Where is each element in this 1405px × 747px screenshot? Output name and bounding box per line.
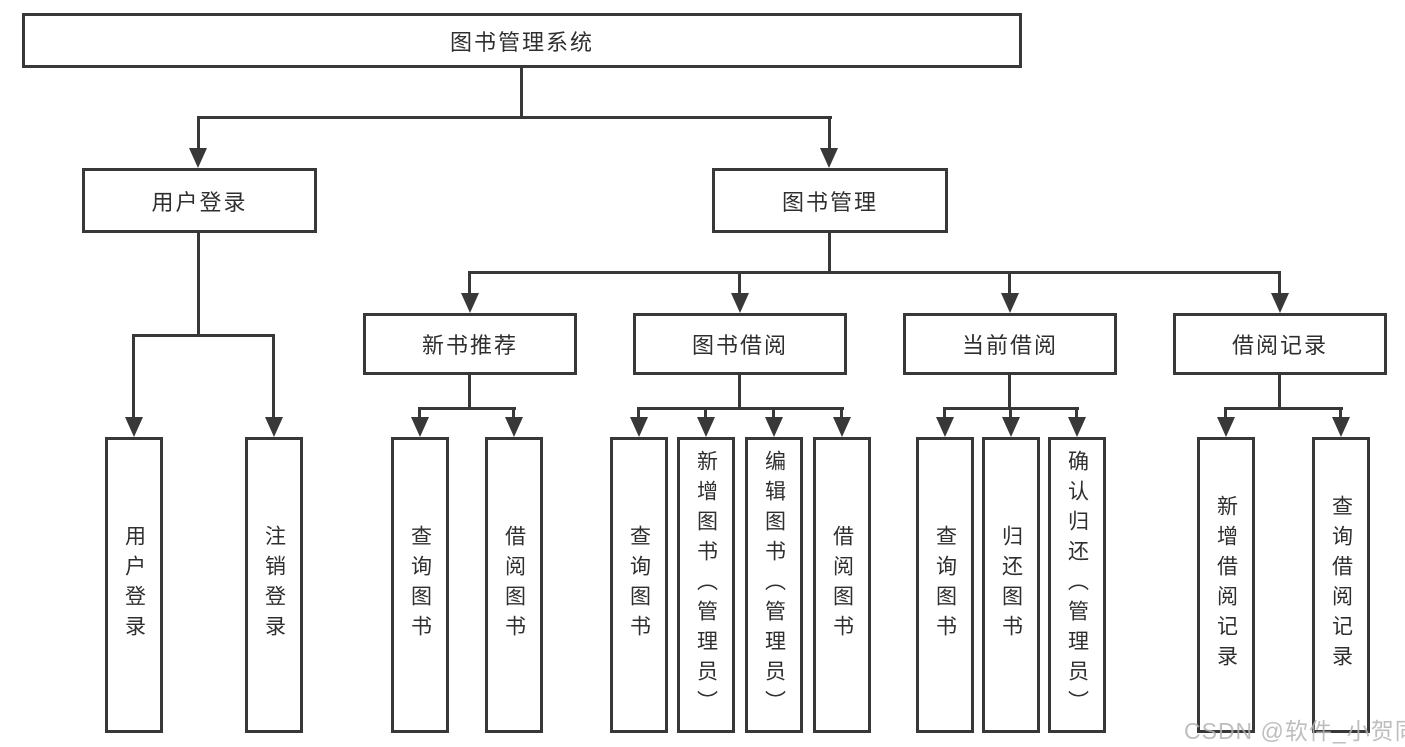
leaf-label: 查询借阅记录 <box>1329 495 1353 675</box>
node-leaf-borrow-query: 查询图书 <box>610 437 668 733</box>
connector-line <box>1224 407 1227 420</box>
arrow-down-icon <box>461 293 479 313</box>
arrow-down-icon <box>1332 417 1350 437</box>
node-leaf-newbook-borrow: 借阅图书 <box>485 437 543 733</box>
connector-line <box>418 407 421 420</box>
node-current-borrow: 当前借阅 <box>903 313 1117 375</box>
arrow-down-icon <box>411 417 429 437</box>
connector-line <box>637 407 640 420</box>
arrow-down-icon <box>630 417 648 437</box>
arrow-down-icon <box>1271 293 1289 313</box>
leaf-label: 用户登录 <box>122 525 146 645</box>
leaf-label: 新增图书（管理员） <box>694 450 718 720</box>
connector-line <box>468 373 471 410</box>
arrow-down-icon <box>936 417 954 437</box>
leaf-label: 编辑图书（管理员） <box>762 450 786 720</box>
arrow-down-icon <box>765 417 783 437</box>
connector-line <box>468 271 471 296</box>
node-borrow-records-label: 借阅记录 <box>1231 333 1328 358</box>
connector-line <box>132 334 275 337</box>
node-leaf-user-login: 用户登录 <box>105 437 163 733</box>
node-book-management: 图书管理 <box>712 168 948 233</box>
leaf-label: 借阅图书 <box>830 525 854 645</box>
connector-line <box>704 407 707 420</box>
node-user-login-label: 用户登录 <box>151 189 248 215</box>
arrow-down-icon <box>265 417 283 437</box>
connector-line <box>132 334 135 419</box>
arrow-down-icon <box>731 293 749 313</box>
arrow-down-icon <box>1002 417 1020 437</box>
node-current-borrow-label: 当前借阅 <box>961 333 1058 358</box>
node-borrow-records: 借阅记录 <box>1173 313 1387 375</box>
node-book-borrow-label: 图书借阅 <box>691 333 788 358</box>
node-leaf-current-query: 查询图书 <box>916 437 974 733</box>
connector-line <box>1224 407 1343 410</box>
connector-line <box>1008 373 1011 410</box>
connector-line <box>943 407 946 420</box>
connector-line <box>738 373 741 410</box>
leaf-label: 借阅图书 <box>502 525 526 645</box>
node-leaf-borrow-add-admin: 新增图书（管理员） <box>677 437 735 733</box>
connector-line <box>418 407 516 410</box>
arrow-down-icon <box>697 417 715 437</box>
node-user-login: 用户登录 <box>82 168 317 233</box>
node-leaf-logout: 注销登录 <box>245 437 303 733</box>
arrow-down-icon <box>1068 417 1086 437</box>
arrow-down-icon <box>833 417 851 437</box>
connector-line <box>1009 407 1012 420</box>
leaf-label: 新增借阅记录 <box>1214 495 1238 675</box>
connector-line <box>272 334 275 419</box>
node-root-label: 图书管理系统 <box>449 29 594 55</box>
arrow-down-icon <box>505 417 523 437</box>
node-book-borrow: 图书借阅 <box>633 313 847 375</box>
connector-line <box>840 407 843 420</box>
arrow-down-icon <box>1217 417 1235 437</box>
node-book-management-label: 图书管理 <box>781 189 878 215</box>
leaf-label: 归还图书 <box>999 525 1023 645</box>
node-leaf-newbook-query: 查询图书 <box>391 437 449 733</box>
connector-line <box>197 116 832 119</box>
connector-line <box>1075 407 1078 420</box>
connector-line <box>1008 271 1011 296</box>
connector-line <box>637 407 844 410</box>
node-new-book-recommend-label: 新书推荐 <box>421 333 518 358</box>
connector-line <box>1278 271 1281 296</box>
node-leaf-current-confirm-admin: 确认归还（管理员） <box>1048 437 1106 733</box>
node-leaf-records-add: 新增借阅记录 <box>1197 437 1255 733</box>
node-leaf-current-return: 归还图书 <box>982 437 1040 733</box>
csdn-watermark: CSDN @软件_小贺同学 <box>1184 718 1405 744</box>
connector-line <box>512 407 515 420</box>
connector-line <box>1278 373 1281 410</box>
connector-line <box>738 271 741 296</box>
connector-line <box>197 231 200 337</box>
node-leaf-borrow-edit-admin: 编辑图书（管理员） <box>745 437 803 733</box>
leaf-label: 查询图书 <box>627 525 651 645</box>
leaf-label: 注销登录 <box>262 525 286 645</box>
node-root: 图书管理系统 <box>22 13 1022 68</box>
arrow-down-icon <box>1001 293 1019 313</box>
node-new-book-recommend: 新书推荐 <box>363 313 577 375</box>
leaf-label: 查询图书 <box>408 525 432 645</box>
node-leaf-records-query: 查询借阅记录 <box>1312 437 1370 733</box>
connector-line <box>520 68 523 119</box>
connector-line <box>197 116 200 150</box>
connector-line <box>468 271 1281 274</box>
connector-line <box>1339 407 1342 420</box>
connector-line <box>828 231 831 274</box>
leaf-label: 查询图书 <box>933 525 957 645</box>
arrow-down-icon <box>189 148 207 168</box>
arrow-down-icon <box>125 417 143 437</box>
connector-line <box>828 116 831 150</box>
arrow-down-icon <box>820 148 838 168</box>
connector-line <box>772 407 775 420</box>
node-leaf-borrow-borrow: 借阅图书 <box>813 437 871 733</box>
leaf-label: 确认归还（管理员） <box>1065 450 1089 720</box>
